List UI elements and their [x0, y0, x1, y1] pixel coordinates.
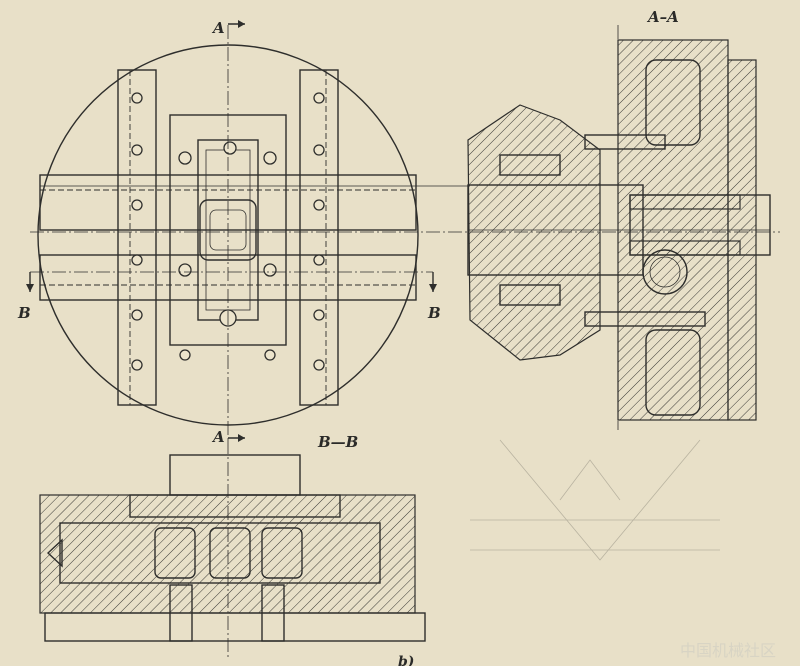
- aa-upper-bolt: [584, 134, 666, 150]
- figure-caption: b): [398, 654, 414, 666]
- bb-base: [44, 612, 426, 642]
- aa-upper-cavity: [645, 59, 701, 146]
- label-b-left: B: [17, 304, 31, 322]
- bb-top-block: [169, 454, 301, 496]
- aa-lower-cavity: [645, 329, 701, 416]
- label-section-aa: A–A: [646, 8, 679, 26]
- watermark: 中国机械社区: [680, 641, 776, 660]
- aa-face-plate: [727, 59, 757, 421]
- label-a-bottom: A: [211, 428, 225, 446]
- center-pocket: [199, 199, 257, 261]
- section-bb-view: [39, 440, 426, 660]
- bb-nut-3: [261, 527, 303, 579]
- rail-bolt-holes: [131, 92, 325, 371]
- front-view: [26, 20, 780, 442]
- label-a-top: A: [211, 19, 225, 37]
- left-rail: [117, 69, 157, 406]
- label-b-right: B: [427, 304, 441, 322]
- label-section-bb: B—B: [317, 433, 358, 451]
- aa-lower-bolt: [584, 311, 706, 327]
- bb-screw-bore: [59, 522, 381, 584]
- right-rail: [299, 69, 339, 406]
- bb-nut-1: [154, 527, 196, 579]
- bb-nut-2: [209, 527, 251, 579]
- bb-body: [39, 494, 416, 614]
- background-construction: [470, 439, 720, 561]
- aa-spindle-nose: [467, 104, 601, 361]
- section-aa-view: [467, 25, 771, 430]
